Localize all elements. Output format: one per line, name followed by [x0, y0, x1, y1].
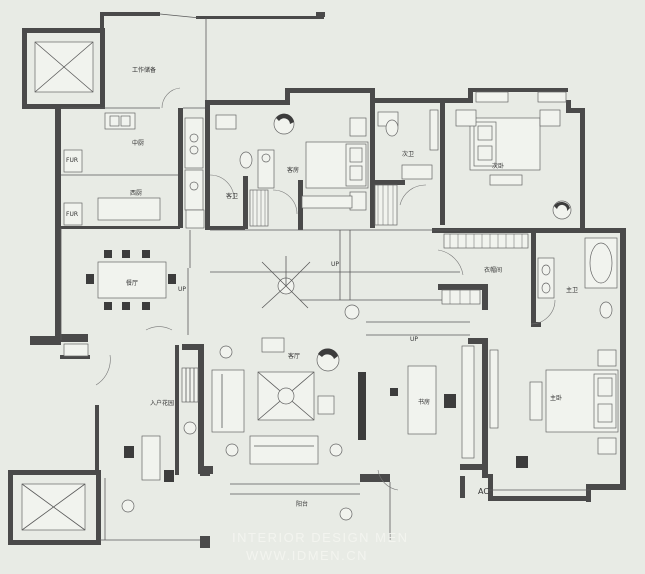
label-balcony: 阳台	[296, 500, 308, 508]
living-room	[211, 304, 475, 465]
label-guest-room: 客房	[287, 166, 299, 174]
cloakroom	[441, 233, 529, 305]
doors	[95, 87, 556, 491]
watermark: INTERIOR DESIGN MEN WWW.IDMEN.CN	[232, 530, 409, 563]
second-bath	[374, 109, 439, 226]
label-study: 书房	[418, 398, 430, 406]
label-studio: 工作储备	[132, 66, 156, 74]
label-second-bed: 次卧	[492, 162, 504, 170]
label-master-bed: 主卧	[550, 394, 562, 402]
room-labels: 工作储备 中厨 西厨 餐厅 客卫 客房 次卫 次卧 衣帽间 主卫 主卧 客厅 书…	[66, 66, 578, 508]
label-foyer: 入户花园	[150, 399, 174, 407]
label-kitchen: 中厨	[132, 139, 144, 147]
watermark-line2: WWW.IDMEN.CN	[246, 548, 368, 563]
master-bath	[537, 237, 618, 319]
master-bedroom	[489, 349, 619, 468]
chandelier	[261, 256, 311, 309]
watermark-line1: INTERIOR DESIGN MEN	[232, 530, 409, 545]
label-second-bath: 次卫	[402, 150, 414, 158]
label-guest-bath: 客卫	[226, 192, 238, 200]
label-ac: AC	[478, 487, 489, 496]
label-western-kitchen: 西厨	[130, 190, 142, 197]
label-up-3: UP	[410, 336, 418, 343]
label-up-2: UP	[331, 261, 339, 268]
elevator-top	[34, 41, 94, 93]
guest-bath	[215, 114, 275, 227]
dining-table	[86, 250, 176, 310]
label-fur-2: FUR	[66, 211, 78, 218]
walls	[8, 12, 626, 548]
guest-room	[273, 113, 369, 211]
kitchen-furniture	[63, 112, 205, 229]
label-cloakroom: 衣帽间	[484, 266, 502, 274]
label-living: 客厅	[288, 352, 300, 360]
second-bedroom	[455, 91, 572, 220]
label-master-bath: 主卫	[566, 286, 578, 294]
entry-garden	[63, 343, 353, 521]
elevator-bottom	[21, 483, 86, 531]
thin-lines	[60, 13, 590, 541]
label-dining: 餐厅	[126, 279, 138, 287]
label-fur-1: FUR	[66, 157, 78, 164]
label-up-1: UP	[178, 286, 186, 293]
